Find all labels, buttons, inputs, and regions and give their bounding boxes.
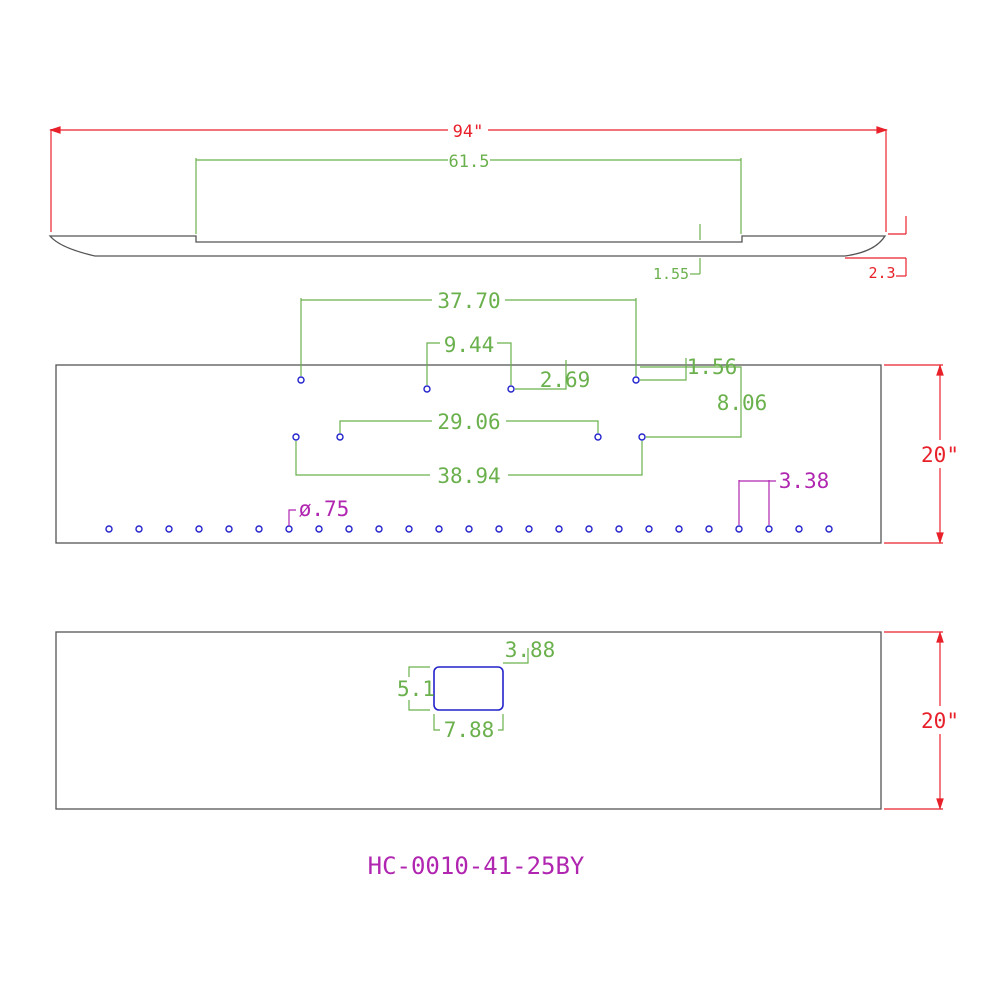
hole — [795, 525, 803, 533]
hole — [375, 525, 383, 533]
hole — [645, 525, 653, 533]
center-length-label: 61.5 — [449, 152, 490, 172]
rear-height-dimension — [884, 631, 944, 810]
hole — [735, 525, 743, 533]
vertical-offset-label: 8.06 — [717, 391, 768, 415]
hole — [225, 525, 233, 533]
hole-pitch-dimension — [738, 480, 776, 525]
hole — [615, 525, 623, 533]
rear-view: 3.88 5.1 7.88 20" — [55, 631, 959, 810]
hole — [315, 525, 323, 533]
mid-span-outer-dimension — [295, 441, 643, 476]
hole — [435, 525, 443, 533]
hole — [405, 525, 413, 533]
top-profile-view: 94" 61.5 1.55 2.3 — [48, 122, 907, 283]
cutout-width-dimension — [433, 714, 504, 731]
hole — [465, 525, 473, 533]
hole — [345, 525, 353, 533]
hole — [594, 433, 602, 441]
spacing-a-label: 9.44 — [444, 333, 495, 357]
upper-holes — [292, 376, 646, 441]
front-height-label: 20" — [921, 443, 959, 467]
overall-length-dimension — [49, 126, 888, 232]
hole — [285, 525, 293, 533]
hole — [638, 433, 646, 441]
hole — [255, 525, 263, 533]
hole — [825, 525, 833, 533]
hole — [555, 525, 563, 533]
center-length-dimension — [195, 158, 742, 234]
cutout-height-dimension — [408, 666, 430, 711]
hole-pitch-label: 3.38 — [779, 469, 830, 493]
step-height-label: 1.55 — [653, 265, 689, 283]
spacing-a-dimension — [426, 342, 512, 385]
step-height-dimension — [690, 224, 701, 275]
rear-panel-outline — [55, 631, 882, 810]
hole — [297, 376, 305, 384]
bumper-profile-outline — [48, 235, 887, 257]
rectangular-cutout — [433, 666, 504, 711]
hole — [585, 525, 593, 533]
hole — [423, 385, 431, 393]
rear-height-label: 20" — [921, 709, 959, 733]
hole — [292, 433, 300, 441]
cutout-width-label: 7.88 — [444, 718, 495, 742]
hole — [705, 525, 713, 533]
offset-dimension — [640, 358, 687, 381]
hole-diameter-leader — [288, 509, 296, 526]
hole — [525, 525, 533, 533]
cutout-height-label: 5.1 — [397, 677, 435, 701]
cutout-offset-label: 3.88 — [505, 638, 556, 662]
hole — [507, 385, 515, 393]
spacing-b-dimension — [515, 360, 567, 390]
cutout-offset-dimension — [503, 648, 529, 664]
hole — [632, 376, 640, 384]
mid-span-outer-label: 38.94 — [437, 464, 500, 488]
hole — [195, 525, 203, 533]
part-number: HC-0010-41-25BY — [368, 852, 585, 880]
hole — [675, 525, 683, 533]
mid-span-inner-label: 29.06 — [437, 410, 500, 434]
overall-length-label: 94" — [453, 122, 484, 142]
front-panel-outline — [55, 364, 882, 544]
hole — [495, 525, 503, 533]
hole — [135, 525, 143, 533]
hole — [765, 525, 773, 533]
hole — [165, 525, 173, 533]
mid-span-inner-dimension — [339, 420, 599, 433]
vertical-offset-dimension — [640, 366, 742, 438]
hole — [336, 433, 344, 441]
bottom-hole-row — [105, 525, 833, 533]
spacing-b-label: 2.69 — [540, 368, 591, 392]
front-view: 37.70 9.44 2.69 1.56 8.06 29.06 — [55, 289, 959, 544]
holes-span-top-label: 37.70 — [437, 289, 500, 313]
hole-diameter-label: ø.75 — [299, 497, 350, 521]
end-height-label: 2.3 — [868, 264, 895, 282]
front-height-dimension — [884, 364, 944, 544]
holes-span-top-dimension — [300, 298, 637, 376]
hole — [105, 525, 113, 533]
end-height-dimension — [845, 216, 907, 277]
